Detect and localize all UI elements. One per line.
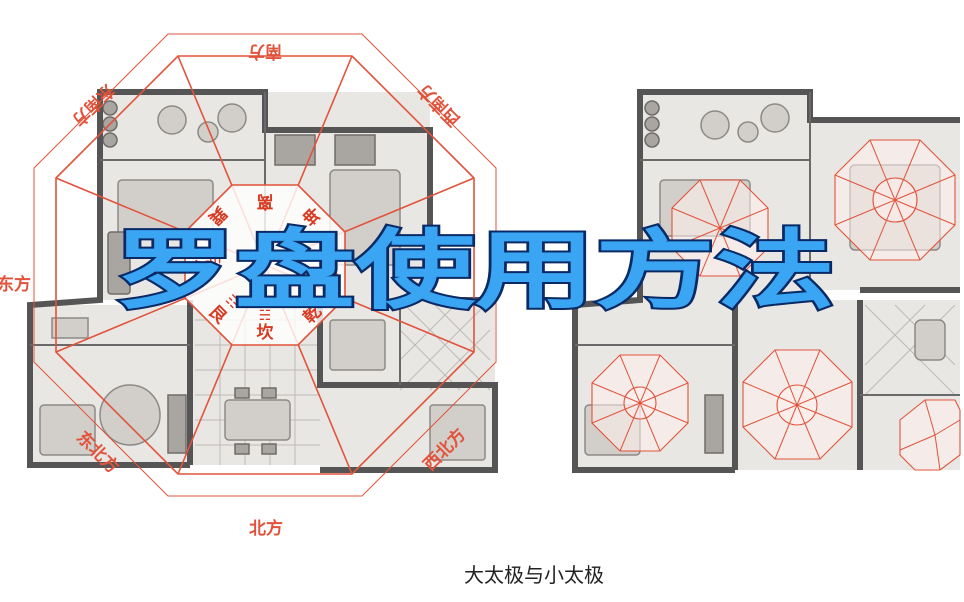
direction-south: 南方 xyxy=(248,41,282,62)
trigram-zhen: 震 xyxy=(192,259,212,278)
mini-compass-kitchen xyxy=(899,399,961,471)
mini-compass-living xyxy=(671,179,769,277)
mini-compass-small-room xyxy=(591,354,689,452)
right-walls xyxy=(572,89,960,473)
caption: 大太极与小太极 xyxy=(464,563,604,587)
right-floor-plan xyxy=(572,89,961,473)
trigram-symbol-kan: ☵ xyxy=(259,308,272,324)
mini-compass-bedroom xyxy=(834,139,956,261)
banner-title: 罗盘使用方法 xyxy=(115,220,835,321)
direction-east: 东方 xyxy=(0,274,31,295)
mini-compasses xyxy=(591,139,961,471)
inner-bagua: 离 坤 巽 兑 震 乾 艮 坎 ☵ ☶ ☳ xyxy=(184,184,346,346)
furniture xyxy=(39,100,486,461)
mini-compass-dining xyxy=(742,349,853,460)
trigram-kan: 坎 xyxy=(257,322,274,343)
trigram-li: 离 xyxy=(257,191,274,212)
walls xyxy=(27,89,498,473)
trigram-dui: 兑 xyxy=(320,260,341,277)
trigram-symbol-zhen: ☳ xyxy=(206,252,222,265)
direction-north: 北方 xyxy=(249,518,283,539)
